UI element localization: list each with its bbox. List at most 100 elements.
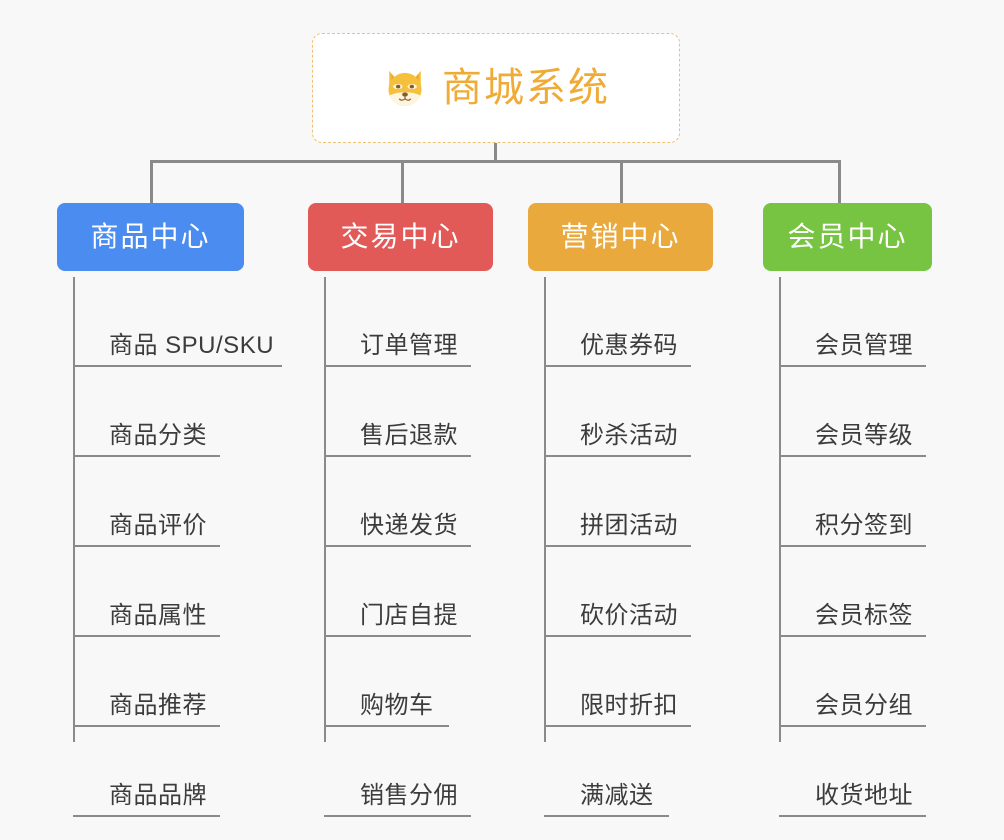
leaf-label: 商品品牌 [109,782,207,809]
leaf-label: 订单管理 [360,332,458,359]
leaf-underline [324,545,471,547]
leaf-item[interactable]: 会员管理 [779,277,926,367]
leaf-underline [544,725,691,727]
leaf-label: 门店自提 [360,602,458,629]
branch-label: 会员中心 [787,221,908,252]
connector-drop-1 [150,160,153,205]
leaf-item[interactable]: 拼团活动 [544,457,691,547]
leaf-item[interactable]: 商品分类 [73,367,282,457]
leaf-underline [779,725,926,727]
leaf-label: 积分签到 [815,512,913,539]
leaf-item[interactable]: 会员等级 [779,367,926,457]
leaf-underline [324,365,471,367]
branch-header-marketing-center[interactable]: 营销中心 [528,203,713,271]
leaf-item[interactable]: 售后退款 [324,367,471,457]
branch-member-center: 会员中心 会员管理 会员等级 积分签到 会员标签 会员分组 [763,203,932,817]
leaf-list: 优惠券码 秒杀活动 拼团活动 砍价活动 限时折扣 满减送 [544,277,691,817]
leaf-item[interactable]: 快递发货 [324,457,471,547]
leaf-item[interactable]: 优惠券码 [544,277,691,367]
root-node[interactable]: 商城系统 [312,33,680,143]
leaf-label: 拼团活动 [580,512,678,539]
leaf-label: 秒杀活动 [580,422,678,449]
leaf-list: 订单管理 售后退款 快递发货 门店自提 购物车 销售分佣 [324,277,471,817]
connector-drop-2 [401,160,404,205]
leaf-item[interactable]: 积分签到 [779,457,926,547]
leaf-item[interactable]: 收货地址 [779,727,926,817]
leaf-item[interactable]: 购物车 [324,637,466,727]
branch-trade-center: 交易中心 订单管理 售后退款 快递发货 门店自提 购物车 [308,203,493,817]
leaf-item[interactable]: 商品评价 [73,457,282,547]
leaf-item[interactable]: 砍价活动 [544,547,691,637]
leaf-label: 售后退款 [360,422,458,449]
leaf-label: 满减送 [580,782,654,809]
leaf-label: 商品分类 [109,422,207,449]
leaf-list: 商品 SPU/SKU 商品分类 商品评价 商品属性 商品推荐 商品品牌 [73,277,282,817]
leaf-item[interactable]: 商品品牌 [73,727,282,817]
leaf-underline [324,635,471,637]
branch-spine [324,277,326,742]
leaf-underline [544,815,669,817]
leaf-underline [779,815,926,817]
leaf-underline [544,545,691,547]
leaf-underline [73,455,220,457]
leaf-underline [73,365,282,367]
leaf-underline [73,815,220,817]
leaf-label: 会员管理 [815,332,913,359]
leaf-item[interactable]: 商品属性 [73,547,282,637]
leaf-label: 快递发货 [360,512,458,539]
leaf-item[interactable]: 商品推荐 [73,637,282,727]
root-title: 商城系统 [442,66,610,110]
leaf-label: 商品属性 [109,602,207,629]
leaf-label: 会员等级 [815,422,913,449]
leaf-item[interactable]: 秒杀活动 [544,367,691,457]
branch-header-product-center[interactable]: 商品中心 [57,203,244,271]
leaf-underline [73,635,220,637]
leaf-underline [544,635,691,637]
leaf-item[interactable]: 订单管理 [324,277,471,367]
connector-bar [150,160,841,163]
leaf-label: 销售分佣 [360,782,458,809]
leaf-underline [324,815,471,817]
leaf-underline [324,455,471,457]
leaf-item[interactable]: 商品 SPU/SKU [73,277,282,367]
leaf-item[interactable]: 会员分组 [779,637,926,727]
leaf-label: 会员标签 [815,602,913,629]
branch-header-member-center[interactable]: 会员中心 [763,203,932,271]
leaf-underline [779,365,926,367]
shiba-dog-face-icon [388,70,422,108]
leaf-label: 会员分组 [815,692,913,719]
leaf-underline [544,365,691,367]
leaf-underline [544,455,691,457]
connector-trunk [494,143,497,163]
leaf-item[interactable]: 门店自提 [324,547,471,637]
leaf-label: 收货地址 [815,782,913,809]
leaf-underline [779,635,926,637]
branch-label: 商品中心 [90,221,211,252]
leaf-label: 优惠券码 [580,332,678,359]
leaf-underline [73,545,220,547]
leaf-label: 购物车 [360,692,434,719]
leaf-list: 会员管理 会员等级 积分签到 会员标签 会员分组 收货地址 [779,277,926,817]
leaf-underline [324,725,449,727]
connector-drop-3 [620,160,623,205]
connector-drop-4 [838,160,841,205]
branch-product-center: 商品中心 商品 SPU/SKU 商品分类 商品评价 商品属性 商品推荐 [57,203,282,817]
leaf-item[interactable]: 销售分佣 [324,727,471,817]
leaf-label: 商品推荐 [109,692,207,719]
branch-label: 交易中心 [340,221,461,252]
branch-spine [73,277,75,742]
branch-header-trade-center[interactable]: 交易中心 [308,203,493,271]
leaf-item[interactable]: 会员标签 [779,547,926,637]
leaf-label: 限时折扣 [580,692,678,719]
leaf-label: 商品 SPU/SKU [109,332,275,359]
branch-spine [779,277,781,742]
leaf-item[interactable]: 限时折扣 [544,637,691,727]
branch-marketing-center: 营销中心 优惠券码 秒杀活动 拼团活动 砍价活动 限时折扣 [528,203,713,817]
leaf-label: 商品评价 [109,512,207,539]
leaf-underline [779,545,926,547]
branch-label: 营销中心 [560,221,681,252]
leaf-item[interactable]: 满减送 [544,727,686,817]
leaf-label: 砍价活动 [580,602,678,629]
leaf-underline [73,725,220,727]
